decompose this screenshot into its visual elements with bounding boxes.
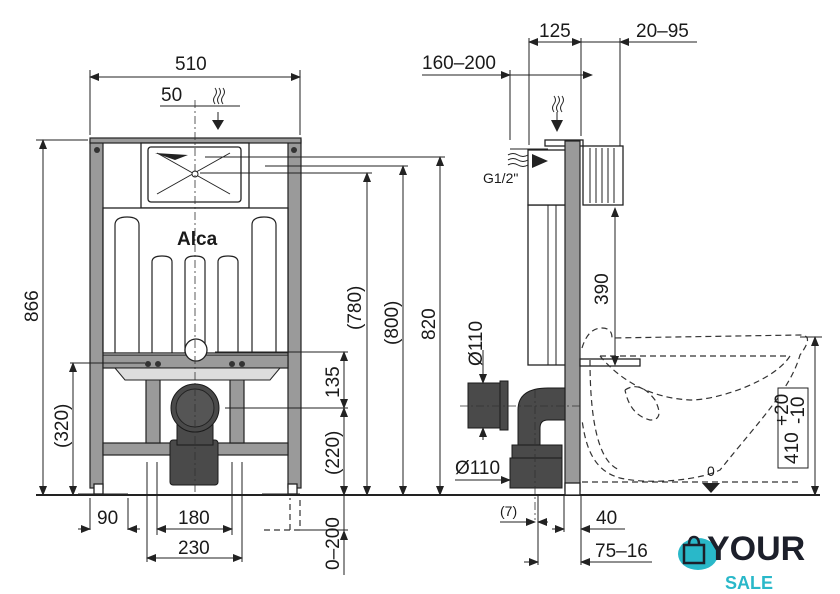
floor-zero-label: 0 xyxy=(707,463,715,479)
dim-adjust-0-200: 0–200 xyxy=(323,517,344,570)
watermark-sale: SALE xyxy=(725,573,773,593)
dim-220: (220) xyxy=(323,431,344,475)
front-dimensions: 510 50 866 (320) (780) (800) 820 135 (22… xyxy=(22,54,445,575)
dim-820: 820 xyxy=(419,308,440,340)
yoursale-watermark: YOUR SALE xyxy=(678,530,805,593)
side-dimensions: 125 20–95 160–200 G1/2" 390 Ø110 Ø110 (7… xyxy=(422,21,822,566)
shopping-bag-icon xyxy=(682,535,706,565)
side-view xyxy=(460,95,809,520)
dim-390: 390 xyxy=(592,273,613,305)
dim-bowl-height: 410 +20 -10 xyxy=(772,394,809,464)
dim-75-16: 75–16 xyxy=(595,541,648,562)
dim-40: 40 xyxy=(596,508,617,529)
dim-135: 135 xyxy=(323,366,344,398)
watermark-your: YOUR xyxy=(707,530,805,568)
dim-90: 90 xyxy=(97,508,118,529)
dim-pipe-lower: Ø110 xyxy=(455,458,500,479)
dim-height-total: 866 xyxy=(22,290,43,322)
dim-160-200: 160–200 xyxy=(422,53,496,74)
dim-780: (780) xyxy=(345,286,366,330)
dim-offset: 50 xyxy=(161,85,182,106)
svg-text:410: 410 xyxy=(782,432,803,464)
front-view-frame: Alca xyxy=(78,100,302,495)
brand-logo: Alca xyxy=(177,229,218,250)
dim-230: 230 xyxy=(178,538,210,559)
water-inlet-arrow-icon xyxy=(551,120,563,132)
dim-125: 125 xyxy=(539,21,571,42)
dim-width: 510 xyxy=(175,54,207,75)
dim-320: (320) xyxy=(52,404,73,448)
dim-pipe-upper: Ø110 xyxy=(466,321,487,366)
dim-180: 180 xyxy=(178,508,210,529)
svg-text:-10: -10 xyxy=(788,397,809,424)
thread-size-label: G1/2" xyxy=(483,170,518,186)
dim-20-95: 20–95 xyxy=(636,21,689,42)
svg-text:+20: +20 xyxy=(772,394,793,426)
floor-level-marker-icon xyxy=(702,483,720,493)
dim-800: (800) xyxy=(382,301,403,345)
water-inlet-arrow-icon xyxy=(212,120,224,130)
dim-7: (7) xyxy=(500,503,517,519)
